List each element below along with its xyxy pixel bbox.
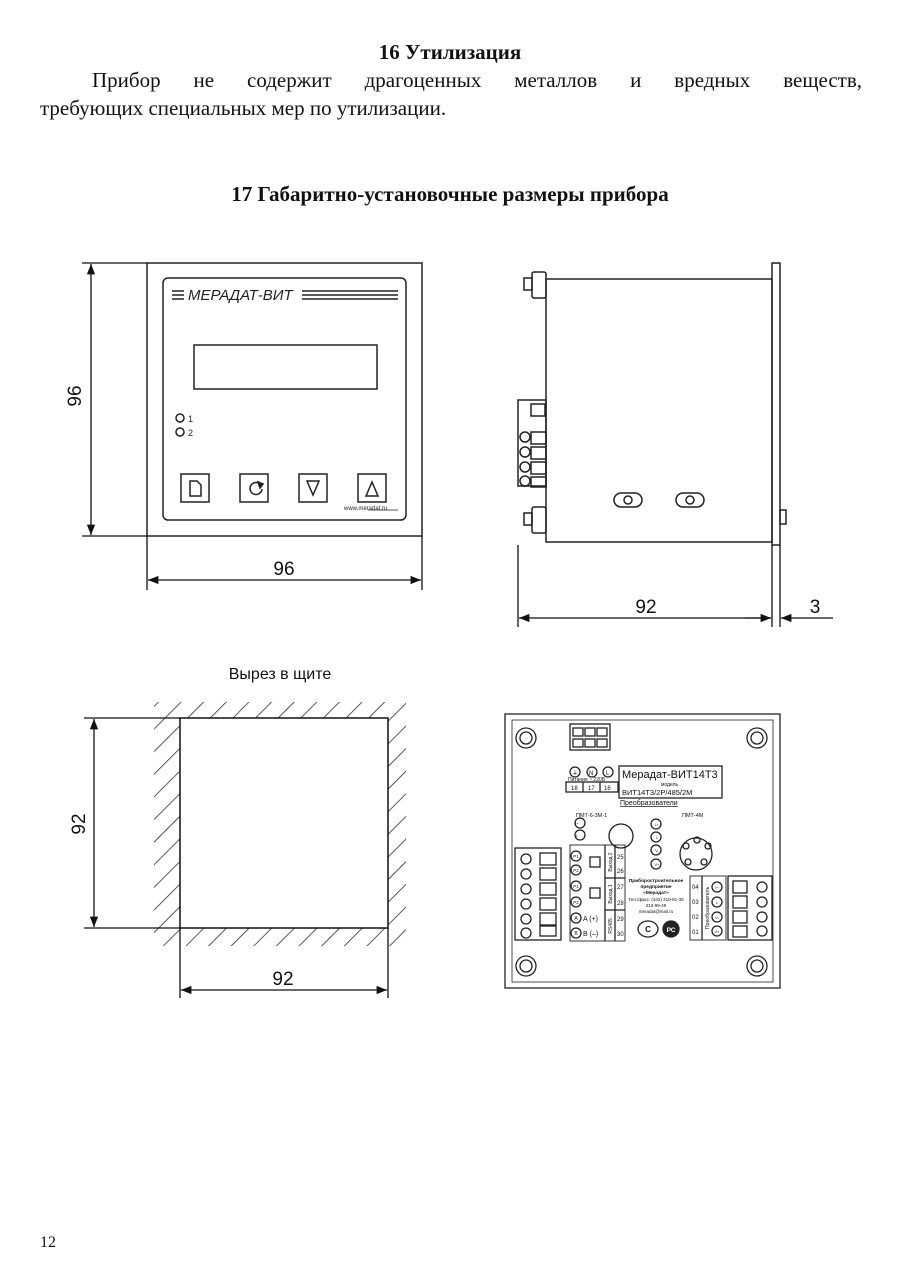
rear-maker-l1: Приборостроительное <box>629 877 684 884</box>
rear-frame <box>504 713 781 989</box>
front-panel <box>162 277 407 521</box>
rear-pmt4-label: ПМТ-4М <box>682 813 704 819</box>
cutout-dim-height: 92 <box>69 813 90 834</box>
down-triangle-icon <box>305 480 321 497</box>
website-label: www.meradat.ru <box>343 506 387 512</box>
rear-sym-ground: ⏚ <box>572 770 578 777</box>
rear-left-sym-6: B <box>574 931 578 937</box>
button-1 <box>180 473 210 503</box>
rear-power-label: Питание ~ 220В <box>568 777 606 783</box>
front-dim-height: 96 <box>65 385 86 406</box>
rear-cert-pc-icon: РС <box>667 927 676 934</box>
rear-power-pin-18: 18 <box>571 786 578 792</box>
cutout-dim-width: 92 <box>272 969 293 990</box>
rear-cert-c-icon: С <box>645 925 651 934</box>
side-view <box>517 262 787 546</box>
rear-rs485-label: RS485 <box>608 918 614 934</box>
front-view <box>146 262 423 537</box>
rear-model-label: модель <box>661 782 679 788</box>
rear-terminal-03: 03 <box>692 900 699 906</box>
rear-sym-n: N <box>589 771 593 777</box>
front-dim-width: 96 <box>273 559 294 580</box>
button-4 <box>357 473 387 503</box>
rear-power-pin-16: 16 <box>604 786 611 792</box>
button-2 <box>239 473 269 503</box>
rear-terminal-28: 28 <box>617 901 624 907</box>
rear-left-sym-4: P2 <box>573 900 579 905</box>
rear-left-sym-3: P1 <box>573 884 579 889</box>
rear-converter-vertical: Преобразователь <box>705 886 711 929</box>
brand-label: МЕРАДАТ-ВИТ <box>188 287 294 304</box>
section-16-text-line1: Прибор не содержит драгоценных металлов … <box>92 68 862 92</box>
front-bezel <box>146 262 423 537</box>
side-dim-panel: 3 <box>810 597 821 618</box>
rear-pmt4-sym-1: I+ <box>655 822 659 827</box>
rear-terminal-04: 04 <box>692 885 699 891</box>
led-2 <box>175 427 185 437</box>
rear-rs-b: B (–) <box>583 931 598 938</box>
side-dim-depth: 92 <box>635 597 656 618</box>
rear-terminal-30: 30 <box>617 932 624 938</box>
rear-terminal-26: 26 <box>617 869 624 875</box>
rear-power-pin-17: 17 <box>588 786 595 792</box>
led-2-label: 2 <box>188 428 193 438</box>
rear-maker-l2: предприятие <box>640 885 671 890</box>
rear-pmt6-label: ПМТ-6-3М-1 <box>576 813 607 819</box>
rear-sym-l: L <box>606 771 610 777</box>
rear-maker-l4: Тел./факс: (342) 210-81-30 <box>628 897 684 902</box>
page-number: 12 <box>40 1234 56 1251</box>
document-icon <box>189 480 202 497</box>
rear-left-sym-1: P1 <box>573 854 579 859</box>
rear-right-sym-2: I- <box>716 900 719 905</box>
rear-pmt6-sym-1: I+ <box>575 821 579 826</box>
section-16-text-line2: требующих специальных мер по утилизации. <box>40 96 447 120</box>
rear-terminal-29: 29 <box>617 917 624 923</box>
rear-pmt4-sym-2: I- <box>656 835 659 840</box>
rear-label-box <box>618 765 723 799</box>
rear-maker-l6: meradat@mail.ru <box>639 909 674 914</box>
rear-right-sym-4: V+ <box>714 929 720 934</box>
rear-left-sym-5: A <box>574 916 578 922</box>
rear-out2-label: Выход 2 <box>608 852 614 871</box>
rear-view <box>504 713 781 989</box>
side-panel-flange <box>771 262 781 546</box>
up-triangle-icon <box>364 480 380 497</box>
section-16-title: 16 Утилизация <box>378 40 522 64</box>
button-3 <box>298 473 328 503</box>
rear-out1-label: Выход 1 <box>608 884 614 903</box>
rear-model-title: Мерадат-ВИТ14Т3 <box>622 769 718 781</box>
rear-terminal-01: 01 <box>692 930 699 936</box>
led-1-label: 1 <box>188 414 193 424</box>
rear-rs-a: A (+) <box>583 916 598 923</box>
side-body <box>545 278 773 543</box>
rear-right-sym-1: I+ <box>715 885 719 890</box>
section-17-title: 17 Габаритно-установочные размеры прибор… <box>231 182 669 206</box>
rear-model-code: ВИТ14Т3/2Р/485/2М <box>622 788 692 797</box>
rear-pmt4-sym-3: V- <box>655 848 659 853</box>
display-window <box>193 344 378 390</box>
rotate-icon <box>249 481 263 496</box>
cutout-drawing <box>146 694 414 954</box>
rear-converters-label: Преобразователи <box>620 799 678 807</box>
led-1 <box>175 413 185 423</box>
rear-pmt4-sym-4: V+ <box>654 862 660 867</box>
rear-terminal-27: 27 <box>617 885 624 891</box>
rear-right-sym-3: V- <box>715 915 719 920</box>
cutout-title: Вырез в щите <box>229 666 332 683</box>
rear-maker-l5: 213-99-49 <box>646 903 667 908</box>
rear-terminal-02: 02 <box>692 915 699 921</box>
rear-maker-l3: «Мерадат» <box>643 890 669 896</box>
rear-left-sym-2: P2 <box>573 868 579 873</box>
rear-terminal-25: 25 <box>617 855 624 861</box>
rear-pmt6-sym-2: I- <box>576 833 579 838</box>
